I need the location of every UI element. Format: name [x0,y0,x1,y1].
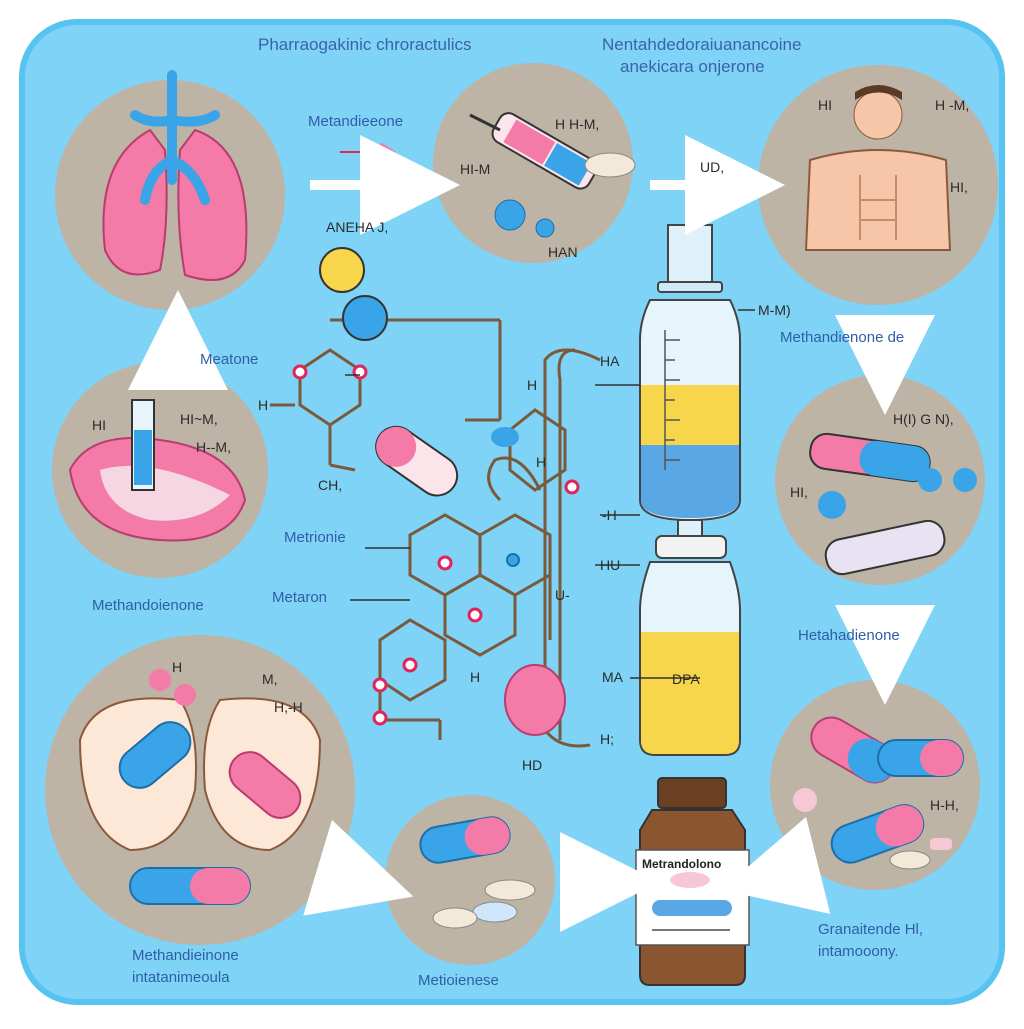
label-torso-hi: HI [818,97,832,113]
label-intatanimeoula: intatanimeoula [132,969,230,986]
label-dpa: DPA [672,671,700,687]
label-kidney-m: M, [262,671,278,687]
medicine-bottle-icon [635,777,750,986]
label-m-m: M-M) [758,302,791,318]
label-aneha: ANEHA J, [326,219,389,235]
label-dash-h: -H [602,507,617,523]
torso-icon [758,65,998,305]
molecule-structure-icon [270,318,601,748]
header-title-right-2: anekicara onjerone [620,57,765,76]
label-intamooony: intamooony. [818,943,899,960]
label-hd: HD [522,757,543,773]
label-metioienese: Metioienese [418,972,499,989]
label-h-g-n: H(I) G N), [893,411,954,427]
label-hi-m: HI-M [460,161,491,177]
molecule-atoms [292,247,580,736]
label-methandoienone: Methandoienone [92,597,204,614]
vial-icon [639,224,741,756]
label-liver-him: HI~M, [180,411,218,427]
label-u: U- [555,587,570,603]
label-han: HAN [548,244,578,260]
label-capsule-hh: H-H, [930,797,959,813]
pointer-lines [345,309,755,679]
label-h-2: H [527,377,538,393]
label-h-4: H [470,669,481,685]
label-methandieinone: Methandieinone [132,947,239,964]
lungs-icon [55,70,285,310]
label-hu: HU [600,557,621,573]
label-pills-hi: HI, [790,484,808,500]
pill-circle-right [775,375,985,585]
label-meatone: Meatone [200,351,259,368]
label-kidney-h: H [172,659,183,675]
label-kidney-hh: H,-H [274,699,303,715]
label-liver-hm: H--M, [196,439,231,455]
capsule-icon [770,680,980,890]
label-ud: UD, [700,159,725,175]
header-title-right-1: Nentahdedoraiuanancoine [602,35,802,54]
label-metandieeone: Metandieeone [308,113,404,130]
label-liver-hi: HI [92,417,106,433]
label-granaitende: Granaitende Hl, [818,921,924,938]
header-title-left: Pharraogakinic chroractulics [258,35,472,54]
liver-icon [52,362,268,578]
label-ha: HA [600,353,620,369]
label-h: H [258,397,269,413]
label-hetahadienone: Hetahadienone [798,627,900,644]
label-h-3: H [536,454,547,470]
label-ch: CH, [318,477,343,493]
label-metrionie: Metrionie [284,529,346,546]
label-ma: MA [602,669,623,685]
flow-arrows [128,135,935,932]
label-metaron: Metaron [272,589,328,606]
label-h-h-m: H H-M, [555,116,600,132]
label-torso-hm: H -M, [935,97,970,113]
label-torso-hi2: HI, [950,179,968,195]
bottle-label-text: Metrandolono [642,857,722,871]
label-methandienone-de: Methandienone de [780,329,905,346]
label-h-semicolon: H; [600,731,614,747]
pill-circle-bottom [385,795,555,965]
kidney-icon [45,635,355,945]
syringe-icon [433,63,636,263]
